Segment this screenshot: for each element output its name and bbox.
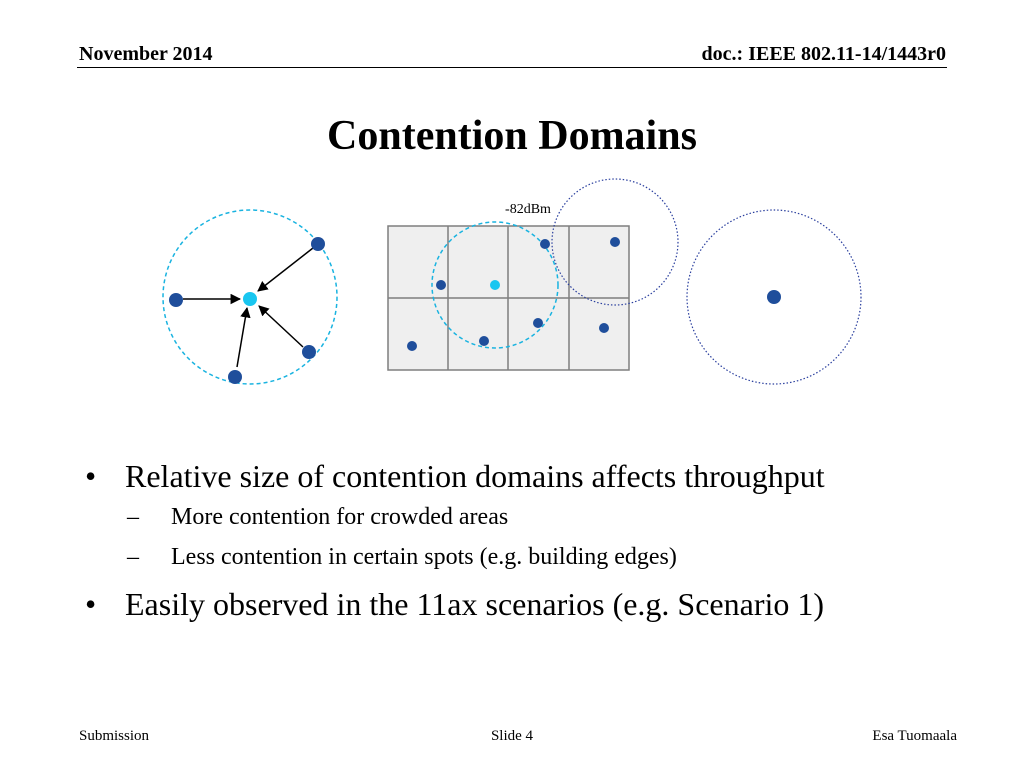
station-dot bbox=[610, 237, 620, 247]
ap-dot bbox=[243, 292, 257, 306]
station-dot bbox=[599, 323, 609, 333]
header-date: November 2014 bbox=[79, 43, 213, 65]
station-dot bbox=[302, 345, 316, 359]
single-domain-group bbox=[162, 209, 338, 385]
bullet-item: • Relative size of contention domains af… bbox=[85, 455, 965, 497]
station-dot bbox=[479, 336, 489, 346]
sub-bullet-item: – More contention for crowded areas bbox=[85, 497, 965, 537]
footer-submission: Submission bbox=[79, 728, 150, 744]
station-dot bbox=[533, 318, 543, 328]
sub-bullet-text: More contention for crowded areas bbox=[171, 504, 509, 530]
station-dot bbox=[228, 370, 242, 384]
bullet-marker: • bbox=[85, 458, 97, 494]
contention-diagram: -82dBm bbox=[162, 178, 862, 385]
grid-domain-group: -82dBm bbox=[387, 178, 679, 371]
bullet-list: • Relative size of contention domains af… bbox=[85, 455, 965, 625]
footer-slide-number: Slide 4 bbox=[490, 728, 534, 744]
station-dot bbox=[407, 341, 417, 351]
footer-author: Esa Tuomaala bbox=[872, 728, 957, 744]
bullet-item: • Easily observed in the 11ax scenarios … bbox=[85, 583, 965, 625]
isolated-domain-group bbox=[686, 209, 862, 385]
range-circle bbox=[431, 221, 559, 349]
station-dot bbox=[436, 280, 446, 290]
sub-bullet-text: Less contention in certain spots (e.g. b… bbox=[171, 544, 677, 570]
ap-dot bbox=[490, 280, 500, 290]
dash-marker: – bbox=[127, 504, 139, 530]
arrow bbox=[258, 305, 304, 348]
dotted-range-circle bbox=[686, 209, 862, 385]
station-dot bbox=[767, 290, 781, 304]
station-dot bbox=[169, 293, 183, 307]
header-doc-id: doc.: IEEE 802.11-14/1443r0 bbox=[701, 43, 946, 65]
arrow bbox=[257, 247, 314, 292]
bullet-text: Easily observed in the 11ax scenarios (e… bbox=[125, 586, 825, 622]
dash-marker: – bbox=[127, 544, 139, 570]
bullet-text: Relative size of contention domains affe… bbox=[125, 458, 825, 494]
arrow bbox=[236, 306, 251, 368]
range-circle bbox=[162, 209, 338, 385]
threshold-label: -82dBm bbox=[505, 202, 551, 217]
sub-bullet-item: – Less contention in certain spots (e.g.… bbox=[85, 537, 965, 577]
station-dot bbox=[311, 237, 325, 251]
dotted-range-circle bbox=[551, 178, 679, 306]
station-dot bbox=[540, 239, 550, 249]
header-divider bbox=[77, 67, 947, 68]
slide-title: Contention Domains bbox=[327, 113, 697, 159]
bullet-marker: • bbox=[85, 586, 97, 622]
